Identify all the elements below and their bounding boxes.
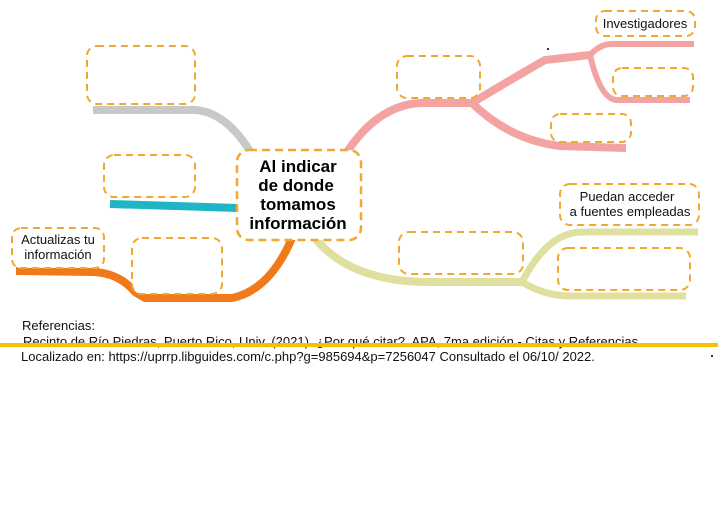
branch-orange — [15, 236, 296, 302]
decorative-dot — [711, 355, 713, 357]
empty-box-olive-lower — [557, 247, 691, 291]
mind-map: Investigadores Puedan acceder a fuentes … — [11, 10, 700, 302]
branch-olive-main — [311, 235, 522, 286]
yellow-divider — [0, 343, 718, 347]
actualizas-box — [11, 227, 105, 269]
central-topic-line1: Al indicar — [259, 157, 337, 176]
branch-pink-fork-a — [587, 41, 694, 58]
empty-box-orange — [131, 237, 223, 295]
empty-box-pink-main — [396, 55, 481, 99]
actualizas-label-line2: información — [24, 247, 91, 262]
empty-box-teal — [103, 154, 196, 198]
empty-box-pink-lower — [550, 113, 632, 143]
puedan-acceder-label-line2: a fuentes empleadas — [570, 204, 691, 219]
branch-pink-upper — [469, 51, 591, 107]
empty-box-olive-main — [398, 231, 524, 275]
puedan-acceder-label-line1: Puedan acceder — [580, 189, 675, 204]
empty-box-pink-fork-b — [612, 67, 694, 97]
central-topic-line3: tomamos — [260, 195, 336, 214]
branch-pink-main — [341, 98, 472, 158]
branch-pink-lower — [469, 100, 627, 152]
branch-olive-upper — [518, 228, 698, 284]
investigadores-box — [595, 10, 696, 37]
actualizas-label-line1: Actualizas tu — [21, 232, 95, 247]
references-line2: Localizado en: https://uprrp.libguides.c… — [21, 349, 595, 364]
central-topic-line4: información — [249, 214, 346, 233]
references: Referencias: Recinto de Río Piedras, Pue… — [21, 318, 642, 365]
investigadores-label: Investigadores — [603, 16, 688, 31]
branch-teal — [109, 200, 239, 212]
central-topic-line2: de donde — [258, 176, 334, 195]
empty-box-gray — [86, 45, 196, 105]
puedan-acceder-box — [559, 183, 700, 226]
decorative-dot — [547, 48, 549, 50]
branch-olive-lower — [520, 278, 686, 300]
branch-pink-fork-b — [587, 54, 690, 103]
central-topic-box — [235, 148, 363, 242]
references-heading: Referencias: — [22, 318, 95, 333]
